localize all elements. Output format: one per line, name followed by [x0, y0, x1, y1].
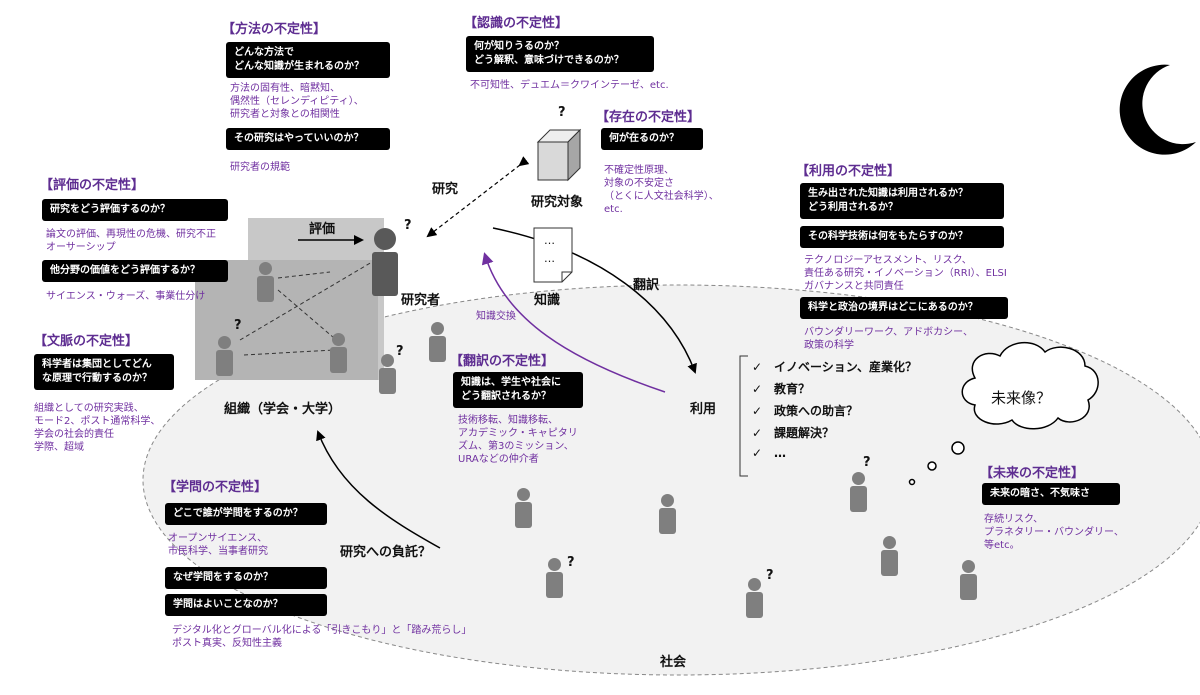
future-title: 【未来の不定性】 [980, 466, 1085, 481]
academia-question-1: どこで誰が学問をするのか？ [165, 503, 327, 525]
society-label: 社会 [660, 655, 687, 670]
usage-title: 【利用の不定性】 [796, 164, 901, 179]
existence-note-1: 不確定性原理、 対象の不安定さ （とくに人文社会科学）、 etc. [604, 165, 719, 215]
researcher-label: 研究者 [401, 293, 441, 308]
existence-title: 【存在の不定性】 [596, 110, 701, 125]
recognition-note-1: 不可知性、デュエム＝クワインテーゼ、etc. [470, 80, 669, 91]
check-icon: ✓ [752, 360, 763, 374]
evaluation-question-2: 他分野の価値をどう評価するか？ [42, 260, 228, 282]
network-lines [239, 261, 373, 356]
evaluation-label: 評価 [309, 222, 336, 237]
context-note-1: 組織としての研究実践、 モード2、ポスト通常科学、 学会の社会的責任 学際、超域 [34, 403, 161, 453]
qmark-cube: ? [558, 105, 566, 120]
qmark-researcher: ? [404, 218, 412, 233]
future-note-1: 存続リスク、 プラネタリー・バウンダリー、 等etc。 [984, 514, 1124, 551]
burden-arrow [316, 430, 441, 549]
research-object-label: 研究対象 [531, 195, 584, 210]
translation-question-1: 知識は、学生や社会に どう翻訳されるか？ [453, 372, 583, 408]
usage-bracket [739, 355, 748, 477]
methods-question-2: その研究はやっていいのか？ [226, 128, 390, 150]
knowledge-exchange-label: 知識交換 [476, 311, 516, 322]
qmark-person-b: ? [396, 344, 404, 359]
check-icon: ✓ [752, 446, 763, 460]
knowledge-doc-dots-1: … [544, 234, 555, 247]
usage-note-2: テクノロジーアセスメント、リスク、 責任ある研究・イノベーション（RRI）、EL… [804, 255, 1007, 292]
methods-question-1: どんな方法で どんな知識が生まれるのか？ [226, 42, 390, 78]
knowledge-label: 知識 [534, 293, 561, 308]
usage-list-item: ✓教育？ [752, 382, 811, 396]
academia-title: 【学問の不定性】 [163, 480, 268, 495]
usage-list-item: ✓… [752, 446, 786, 460]
translation-arrow [492, 227, 697, 374]
research-arrow [426, 156, 530, 238]
burden-label: 研究への負託？ [340, 545, 432, 560]
recognition-title: 【認識の不定性】 [464, 16, 569, 31]
qmark-person-f: ? [766, 568, 774, 583]
society-ellipse [142, 284, 1200, 676]
future-question-1: 未来の暗さ、不気味さ [982, 483, 1120, 505]
existence-question-1: 何が在るのか？ [601, 128, 703, 150]
knowledge-doc-dots-2: … [544, 252, 555, 265]
usage-label: 利用 [690, 402, 717, 417]
qmark-member: ? [234, 318, 242, 333]
check-icon: ✓ [752, 404, 763, 418]
academia-question-2: なぜ学問をするのか？ [165, 567, 327, 589]
translation-title: 【翻訳の不定性】 [450, 354, 555, 369]
usage-list-item: ✓課題解決？ [752, 426, 835, 440]
future-cloud [908, 342, 1099, 486]
usage-note-3: バウンダリーワーク、アドボカシー、 政策の科学 [804, 327, 973, 351]
knowledge-exchange-arrow [481, 252, 666, 393]
usage-question-3: 科学と政治の境界はどこにあるのか？ [800, 297, 1008, 319]
academia-question-3: 学問はよいことなのか？ [165, 594, 327, 616]
moon-icon [1119, 64, 1196, 155]
research-label: 研究 [432, 182, 459, 197]
research-object-cube [536, 128, 582, 182]
methods-note-2: 研究者の規範 [230, 162, 290, 173]
usage-list-item: ✓イノベーション、産業化？ [752, 360, 918, 374]
context-question-1: 科学者は集団としてどん な原理で行動するのか？ [34, 354, 174, 390]
check-icon: ✓ [752, 382, 763, 396]
evaluation-note-2: サイエンス・ウォーズ、事業仕分け [46, 291, 206, 302]
qmark-person-g: ? [863, 455, 871, 470]
usage-list: ✓イノベーション、産業化？ ✓教育？ ✓政策への助言？ ✓課題解決？ ✓… [752, 358, 917, 468]
knowledge-document [533, 227, 573, 283]
evaluation-note-1: 論文の評価、再現性の危機、研究不正 オーサーシップ [46, 229, 216, 253]
qmark-person-e: ? [567, 555, 575, 570]
context-title: 【文脈の不定性】 [34, 334, 139, 349]
evaluation-title: 【評価の不定性】 [40, 178, 145, 193]
recognition-question-1: 何が知りうるのか？ どう解釈、意味づけできるのか？ [466, 36, 654, 72]
academia-note-1: オープンサイエンス、 市民科学、当事者研究 [168, 533, 268, 557]
usage-list-item: ✓政策への助言？ [752, 404, 859, 418]
usage-question-1: 生み出された知識は利用されるか？ どう利用されるか？ [800, 183, 1004, 219]
translation-note-1: 技術移転、知識移転、 アカデミック・キャピタリ ズム、第3のミッション、 URA… [458, 415, 578, 465]
future-cloud-label: 未来像？ [991, 389, 1052, 407]
methods-title: 【方法の不定性】 [222, 22, 327, 37]
methods-note-1: 方法の固有性、暗黙知、 偶然性（セレンディピティ）、 研究者と対象との相関性 [230, 83, 364, 120]
usage-question-2: その科学技術は何をもたらすのか？ [800, 226, 1004, 248]
check-icon: ✓ [752, 426, 763, 440]
academia-note-3: デジタル化とグローバル化による「引きこもり」と「踏み荒らし」 ポスト真実、反知性… [172, 625, 472, 649]
organization-label: 組織（学会・大学） [224, 402, 342, 417]
evaluation-question-1: 研究をどう評価するのか？ [42, 199, 228, 221]
translate-label: 翻訳 [633, 278, 660, 293]
